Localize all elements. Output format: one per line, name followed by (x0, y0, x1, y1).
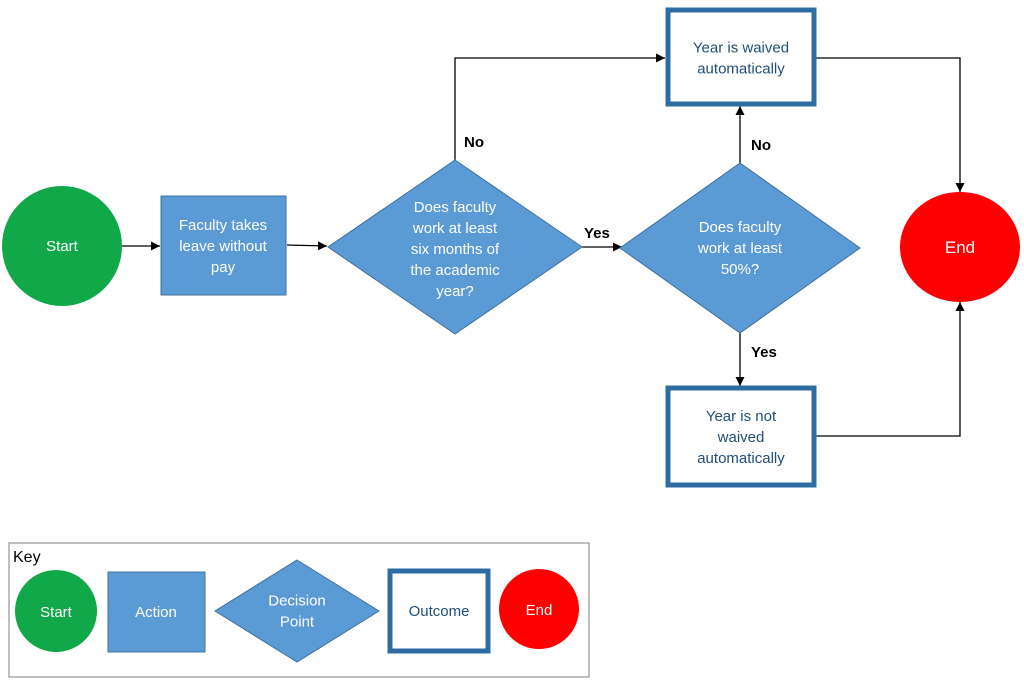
label-line: work at least (412, 220, 498, 237)
label-line: automatically (697, 450, 785, 467)
label-line: Faculty takes (179, 217, 267, 234)
decision-node-fifty-percent: Does faculty work at least 50%? (619, 162, 861, 334)
label-line: pay (211, 259, 236, 276)
label-line: leave without (179, 238, 267, 255)
end-node: End (900, 192, 1020, 302)
label-line: Year is not (706, 408, 777, 425)
label-line: Decision (268, 593, 326, 610)
label-line: six months of (411, 241, 500, 258)
edge-decision1-no-to-waived (454, 53, 665, 160)
action-box (160, 195, 287, 296)
start-node: Start (2, 186, 122, 306)
outcome-waived-label: Year is waived automatically (693, 40, 789, 78)
decision-node-six-months: Does faculty work at least six months of th… (327, 159, 583, 335)
label-line: the academic (410, 262, 500, 279)
edge-label-d1-yes: Yes (584, 225, 610, 242)
label-line: automatically (697, 61, 785, 78)
legend-decision-diamond (214, 559, 380, 663)
label-line: Does faculty (414, 199, 497, 216)
label-line: waived (717, 429, 765, 446)
label-line: Outcome (409, 603, 470, 620)
label-line: Start (40, 604, 73, 621)
start-label: Start (46, 238, 79, 255)
action-label: Faculty takes leave without pay (179, 217, 268, 276)
legend-action-label: Action (135, 604, 177, 621)
label-line: Action (135, 604, 177, 621)
edge-action-to-decision1 (286, 241, 328, 251)
legend-end-label: End (526, 602, 553, 619)
label-line: Point (280, 614, 315, 631)
legend-outcome-label: Outcome (409, 603, 470, 620)
end-label: End (945, 238, 975, 257)
edge-label-d1-no: No (464, 134, 484, 151)
legend-end-circle (499, 569, 579, 649)
decision1-label: Does faculty work at least six months of th… (410, 199, 500, 300)
legend-start-label: Start (40, 604, 73, 621)
label-line: End (945, 238, 975, 257)
label-line: work at least (697, 240, 783, 257)
decision2-diamond (619, 162, 861, 334)
decision2-label: Does faculty work at least 50%? (697, 219, 783, 278)
connectors (122, 53, 965, 437)
legend-start-circle (15, 570, 97, 652)
legend-action-box (107, 571, 206, 653)
label-line: year? (436, 283, 474, 300)
outcome-not-waived-label: Year is not waived automatically (697, 408, 785, 467)
edge-waived-to-end (815, 57, 965, 192)
edge-not-waived-to-end (815, 302, 965, 437)
outcome-not-waived-box (665, 385, 817, 488)
action-node: Faculty takes leave without pay (160, 195, 287, 296)
label-line: Does faculty (699, 219, 782, 236)
start-circle (2, 186, 122, 306)
outcome-waived-box (665, 7, 817, 107)
legend-title: Key (13, 549, 41, 566)
legend-outcome-box (387, 568, 491, 654)
label-line: 50%? (721, 261, 759, 278)
label-line: Year is waived (693, 40, 789, 57)
label-line: End (526, 602, 553, 619)
end-circle (900, 192, 1020, 302)
outcome-node-not-waived: Year is not waived automatically (665, 385, 817, 488)
edge-label-d2-yes: Yes (751, 344, 777, 361)
label-line: Start (46, 238, 79, 255)
decision1-diamond (327, 159, 583, 335)
edge-label-d2-no: No (751, 137, 771, 154)
outcome-node-waived: Year is waived automatically (665, 7, 817, 107)
